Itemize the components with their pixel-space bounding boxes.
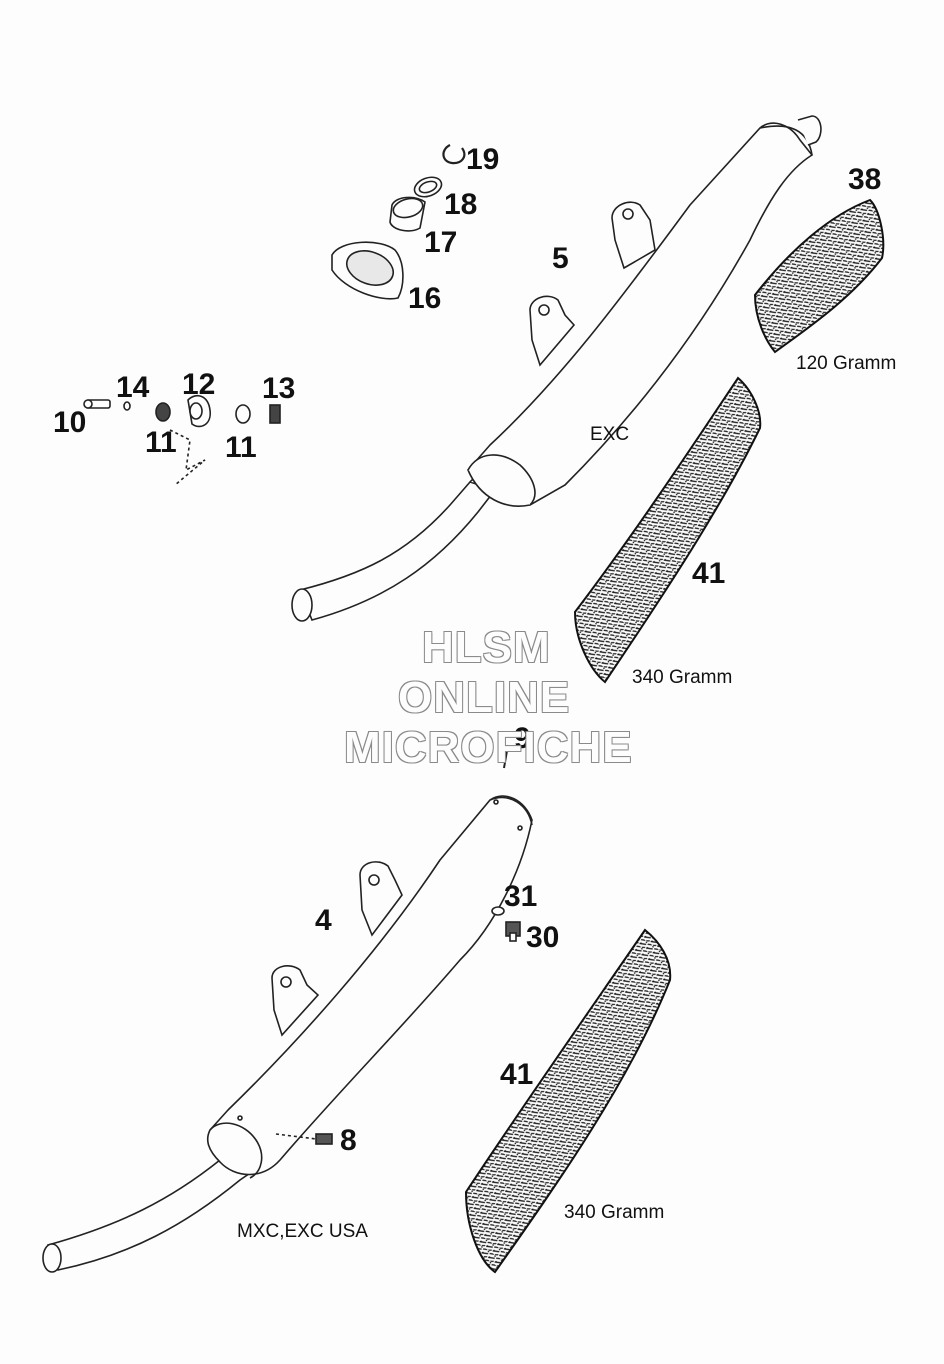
callout-41-lower: 41 bbox=[500, 1058, 534, 1091]
silencer-mxc bbox=[42, 795, 533, 1273]
note-340-gramm-lower: 340 Gramm bbox=[564, 1202, 665, 1223]
callout-14: 14 bbox=[116, 371, 150, 404]
packing-41-lower bbox=[464, 928, 672, 1274]
packing-38 bbox=[753, 198, 885, 354]
callout-9: 9 bbox=[514, 722, 531, 755]
bolt-9 bbox=[503, 744, 509, 769]
callout-11-right: 11 bbox=[225, 431, 257, 464]
watermark-line-3: MICROFICHE bbox=[344, 723, 633, 772]
callout-8: 8 bbox=[340, 1124, 357, 1157]
note-340-gramm-upper: 340 Gramm bbox=[632, 667, 733, 688]
silencer-exc bbox=[291, 115, 822, 622]
callout-13: 13 bbox=[262, 372, 296, 405]
callout-10: 10 bbox=[53, 406, 87, 439]
callout-19: 19 bbox=[466, 143, 500, 176]
callout-41-upper: 41 bbox=[692, 557, 726, 590]
packing-41-upper bbox=[573, 376, 762, 684]
drain-screw bbox=[275, 906, 521, 1145]
end-parts bbox=[331, 144, 466, 300]
callout-12: 12 bbox=[182, 368, 216, 401]
watermark-line-1: HLSM bbox=[422, 623, 551, 672]
callout-17: 17 bbox=[424, 226, 458, 259]
note-exc: EXC bbox=[590, 424, 630, 445]
callout-30: 30 bbox=[526, 921, 560, 954]
callout-4: 4 bbox=[315, 904, 332, 937]
callout-16: 16 bbox=[408, 282, 442, 315]
mounting-hardware bbox=[83, 394, 281, 486]
callout-11-left: 11 bbox=[145, 426, 177, 459]
callout-38: 38 bbox=[848, 163, 882, 196]
callout-18: 18 bbox=[444, 188, 478, 221]
note-mxc-exc-usa: MXC,EXC USA bbox=[237, 1221, 368, 1242]
note-120-gramm: 120 Gramm bbox=[796, 353, 897, 374]
callout-31: 31 bbox=[504, 880, 538, 913]
callout-5: 5 bbox=[552, 242, 569, 275]
watermark-line-2: ONLINE bbox=[398, 673, 571, 722]
